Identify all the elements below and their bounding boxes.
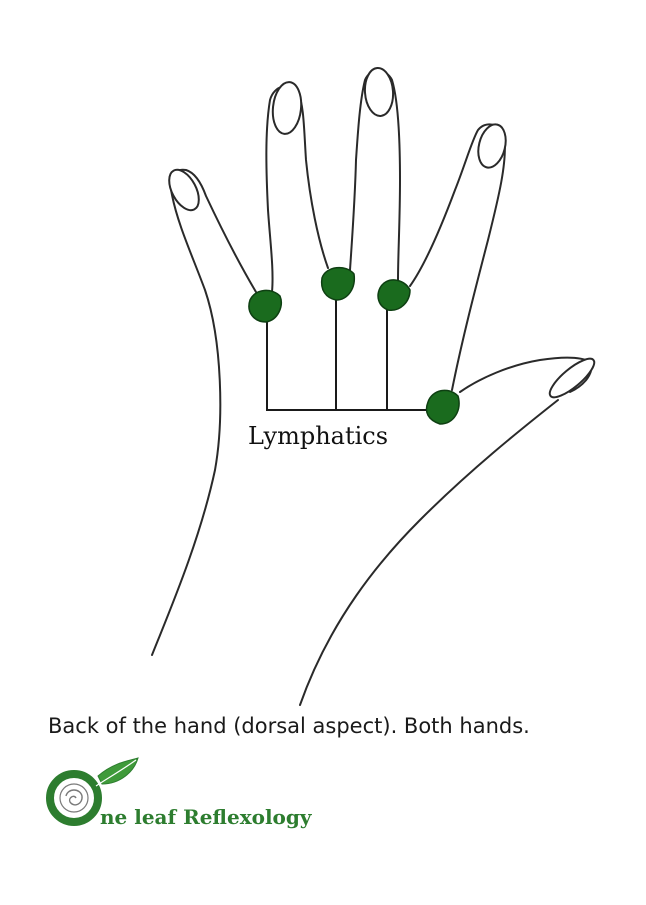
thumbnail [548,357,596,399]
little-fingernail [168,168,200,212]
lymphatic-point-2 [320,266,356,301]
lymphatic-point-4 [425,389,460,425]
index-fingernail [477,123,507,169]
hand-outline [151,67,596,706]
logo-wordmark: ne leaf Reflexology [100,805,312,829]
middle-fingernail [363,67,395,117]
leader-lines [266,300,432,411]
lymphatic-points [248,266,460,425]
ring-fingernail [271,81,303,135]
one-leaf-logo-mark [46,757,139,826]
lymphatic-point-1 [248,289,282,323]
lymphatic-point-3 [377,279,411,311]
lymphatics-label: Lymphatics [248,422,388,450]
figure-caption: Back of the hand (dorsal aspect). Both h… [48,714,530,738]
